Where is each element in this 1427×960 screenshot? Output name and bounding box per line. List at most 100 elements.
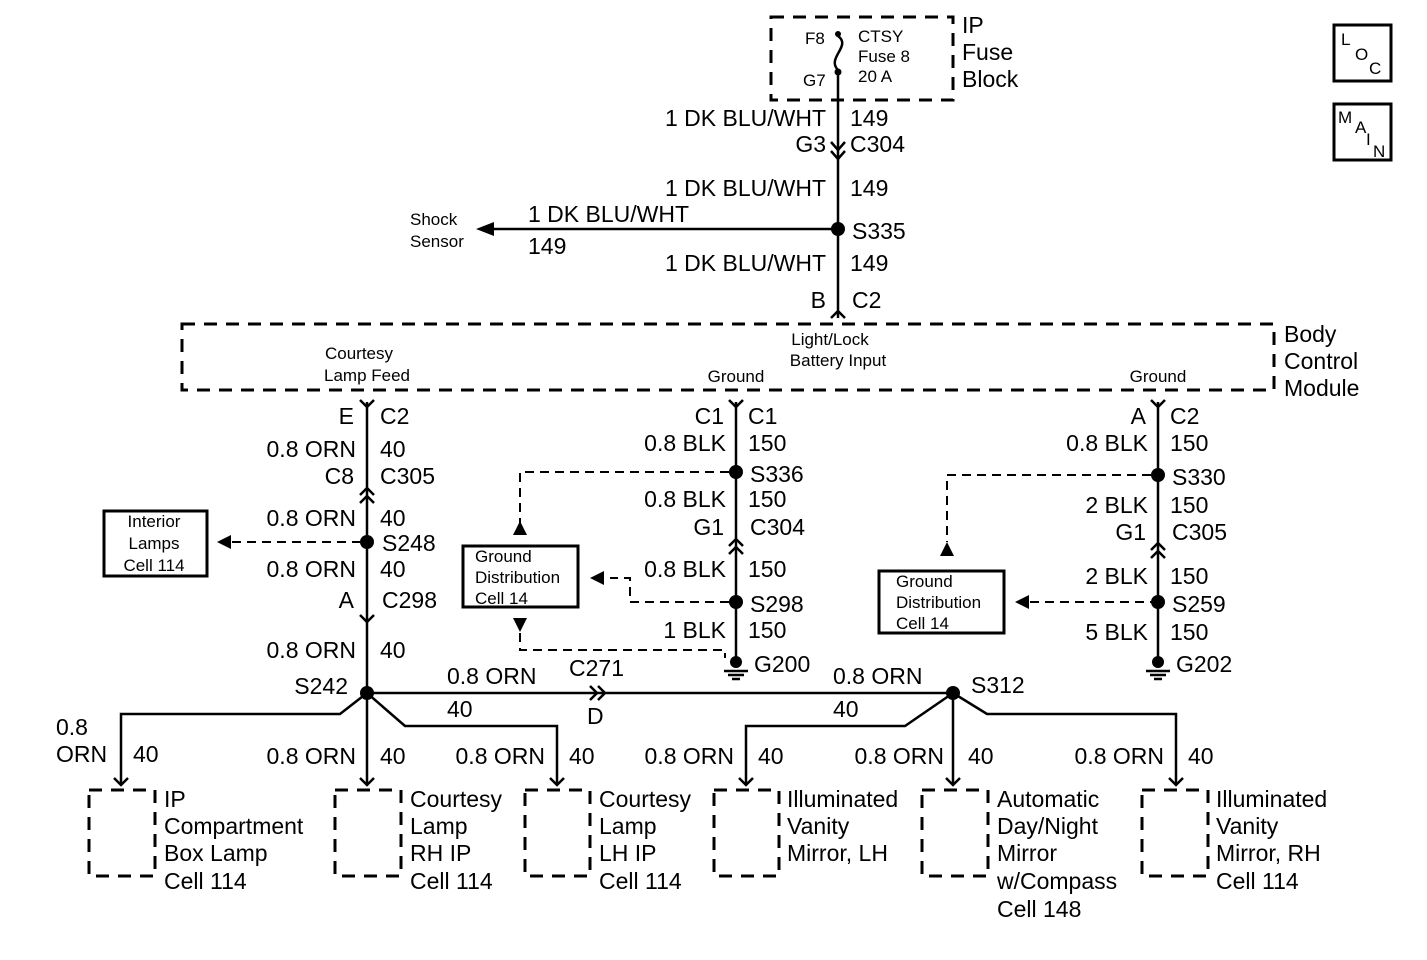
left-wire-1: 0.8 ORN [267, 436, 356, 462]
left-c305-connector-icon [359, 486, 375, 504]
left-circuit-2: 40 [380, 505, 406, 531]
left-circuit-1: 40 [380, 436, 406, 462]
ground-g200-label: G200 [754, 651, 810, 677]
load-5-label-3: Mirror [997, 840, 1057, 866]
bcm-lamp-feed-2: Lamp Feed [324, 366, 410, 385]
branch-wire-vanity-rh [952, 691, 1178, 783]
interior-lamps-arrow-icon [217, 535, 231, 549]
load-2-outline [333, 788, 403, 878]
right-pin-g1: G1 [1115, 519, 1146, 545]
load-4-circuit: 40 [758, 743, 784, 769]
load-2-circuit: 40 [380, 743, 406, 769]
mid-wire-4: 1 BLK [663, 617, 726, 643]
load-2-label-1: Courtesy [410, 786, 503, 812]
splice-s298 [729, 595, 743, 609]
bcm-ground-label-mid: Ground [708, 367, 765, 386]
load-1-wire-2: ORN [56, 741, 107, 767]
left-wire-4: 0.8 ORN [267, 637, 356, 663]
right-wire-2: 2 BLK [1085, 492, 1148, 518]
main-letter-i: I [1366, 130, 1371, 149]
bcm-lamp-feed-1: Courtesy [325, 344, 394, 363]
connector-c304-top-icon [830, 141, 846, 161]
load-5-label-4: w/Compass [996, 868, 1117, 894]
load-6-circuit: 40 [1188, 743, 1214, 769]
mid-ground-distribution-ref-button[interactable]: Ground Distribution Cell 14 [461, 544, 580, 609]
right-ground-distribution-ref-button[interactable]: Ground Distribution Cell 14 [877, 569, 1006, 635]
splice-s248 [360, 535, 374, 549]
fuse-element-icon [833, 34, 844, 71]
bus-wire-2: 0.8 ORN [833, 663, 922, 689]
mid-circuit-3: 150 [748, 556, 786, 582]
load-2-label-3: RH IP [410, 840, 471, 866]
load-5-label-5: Cell 148 [997, 896, 1081, 922]
feed-pin-g3: G3 [795, 131, 826, 157]
mid-connector-c304: C304 [750, 514, 805, 540]
right-connector-c2: C2 [1170, 403, 1199, 429]
splice-s330 [1151, 468, 1165, 482]
ground-g200-icon [724, 669, 748, 681]
load-3-wire: 0.8 ORN [456, 743, 545, 769]
left-circuit-3: 40 [380, 556, 406, 582]
mid-wire-1: 0.8 BLK [644, 430, 726, 456]
left-c2-connector-icon [359, 399, 375, 409]
middle-ground-circuit: C1 C1 0.8 BLK 150 S336 0.8 BLK 150 G1 C3… [461, 399, 810, 681]
right-ref-line-top [946, 474, 1151, 542]
interior-lamps-ref-button[interactable]: Interior Lamps Cell 114 [102, 509, 209, 578]
branch-wire-vanity-lh [744, 691, 954, 783]
splice-s335-label: S335 [852, 218, 906, 244]
fuse-block-label-3: Block [962, 66, 1019, 92]
mid-ground-ref-label-3: Cell 14 [475, 589, 528, 608]
mid-ref-line-right [610, 577, 729, 603]
fuse-block-label-1: IP [962, 12, 984, 38]
main-letter-m: M [1338, 108, 1352, 127]
feed-pin-b: B [811, 287, 826, 313]
left-connector-c298: C298 [382, 587, 437, 613]
mid-wire-2: 0.8 BLK [644, 486, 726, 512]
main-letter-n: N [1373, 142, 1385, 161]
load-3-label-2: Lamp [599, 813, 657, 839]
mid-circuit-4: 150 [748, 617, 786, 643]
load-3-label-1: Courtesy [599, 786, 692, 812]
splice-s298-label: S298 [750, 591, 804, 617]
left-c298-connector-icon [359, 614, 375, 624]
load-3-label-4: Cell 114 [599, 868, 682, 894]
load-6-label-2: Vanity [1216, 813, 1279, 839]
left-pin-c8: C8 [325, 463, 354, 489]
right-wire-1: 0.8 BLK [1066, 430, 1148, 456]
ground-g200-eyelet [730, 656, 742, 668]
load-2-label-4: Cell 114 [410, 868, 493, 894]
right-circuit-1: 150 [1170, 430, 1208, 456]
bus-circuit-2: 40 [833, 696, 859, 722]
splice-s312-label: S312 [971, 672, 1025, 698]
shock-sensor-label-2: Sensor [410, 232, 464, 251]
mid-ground-ref-label-2: Distribution [475, 568, 560, 587]
right-circuit-4: 150 [1170, 619, 1208, 645]
loc-letter-l: L [1341, 30, 1350, 49]
load-6-outline [1140, 788, 1210, 878]
load-6-wire: 0.8 ORN [1075, 743, 1164, 769]
right-circuit-2: 150 [1170, 492, 1208, 518]
splice-s330-label: S330 [1172, 464, 1226, 490]
bus-connector-c271: C271 [569, 655, 624, 681]
load-connector-icons [113, 777, 1184, 787]
left-pin-a: A [339, 587, 355, 613]
mid-circuit-2: 150 [748, 486, 786, 512]
bcm-battery-input-2: Battery Input [790, 351, 887, 370]
right-ground-ref-label-1: Ground [896, 572, 953, 591]
feed-wire-2: 1 DK BLU/WHT [665, 175, 826, 201]
bcm-ground-label-right: Ground [1130, 367, 1187, 386]
main-button[interactable]: M A I N [1332, 102, 1393, 162]
loc-button[interactable]: L O C [1332, 23, 1393, 83]
splice-s242-label: S242 [294, 673, 348, 699]
splice-s259 [1151, 595, 1165, 609]
load-5-circuit: 40 [968, 743, 994, 769]
load-4-label-2: Vanity [787, 813, 850, 839]
mid-ref-arrow-down-icon [513, 618, 527, 632]
left-wire-2: 0.8 ORN [267, 505, 356, 531]
interior-lamps-label-1: Interior [128, 512, 181, 531]
load-5-label-1: Automatic [997, 786, 1099, 812]
load-branch-wires [113, 691, 1184, 787]
mid-ref-arrow-up-icon [513, 521, 527, 535]
branch-wire-courtesy-lh [366, 692, 559, 783]
mid-c304-connector-icon [728, 537, 744, 555]
